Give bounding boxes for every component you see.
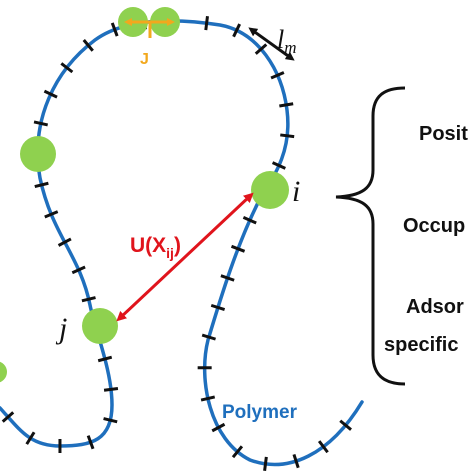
- bead-j: [82, 308, 118, 344]
- label-potential: U(Xij): [130, 234, 181, 261]
- segment-tick: [204, 16, 209, 31]
- segment-tick: [317, 440, 329, 454]
- segment-tick: [232, 23, 242, 38]
- property-adsorption-line1: Adsor: [406, 296, 464, 318]
- segment-tick: [103, 387, 119, 392]
- label-polymer: Polymer: [222, 402, 298, 423]
- brace: [335, 86, 406, 386]
- segment-tick: [201, 333, 217, 341]
- property-position: Posit: [419, 123, 468, 145]
- segment-tick: [71, 265, 86, 275]
- bead: [20, 136, 56, 172]
- property-adsorption-line2: specific: [384, 334, 458, 356]
- segment-tick: [279, 102, 294, 108]
- label-i: i: [292, 175, 300, 208]
- segment-tick: [25, 431, 36, 445]
- segment-tick: [220, 274, 235, 282]
- segment-tick: [34, 181, 49, 189]
- interaction-arrow-icon: [116, 192, 254, 322]
- segment-tick: [339, 419, 352, 431]
- segment-tick: [60, 62, 74, 74]
- label-j: j: [55, 312, 67, 345]
- segment-tick: [81, 296, 96, 303]
- bead-edge: [0, 361, 7, 383]
- label-lm: lm: [277, 25, 297, 57]
- segment-tick: [44, 210, 59, 219]
- segment-tick: [292, 453, 300, 469]
- segment-tick: [57, 237, 72, 247]
- segment-tick: [211, 422, 226, 433]
- segment-tick: [280, 133, 295, 139]
- segment-tick: [82, 39, 94, 52]
- segment-tick: [210, 303, 226, 311]
- segment-length-arrow-icon: [248, 27, 295, 61]
- property-occupancy: Occup: [403, 215, 465, 237]
- segment-tick: [271, 161, 286, 170]
- label-J: J: [140, 51, 149, 68]
- segment-tick: [43, 89, 58, 99]
- segment-tick: [263, 456, 268, 471]
- segment-tick: [97, 355, 113, 363]
- segment-tick: [231, 445, 244, 459]
- segment-tick: [33, 120, 49, 127]
- polymer-chain: [0, 19, 364, 467]
- segment-tick: [103, 417, 118, 424]
- segment-tick: [86, 435, 95, 450]
- bead-i: [251, 171, 289, 209]
- segment-tick: [270, 71, 285, 80]
- segment-tick: [200, 395, 216, 402]
- segment-tick: [110, 22, 119, 37]
- segment-tick: [1, 411, 15, 423]
